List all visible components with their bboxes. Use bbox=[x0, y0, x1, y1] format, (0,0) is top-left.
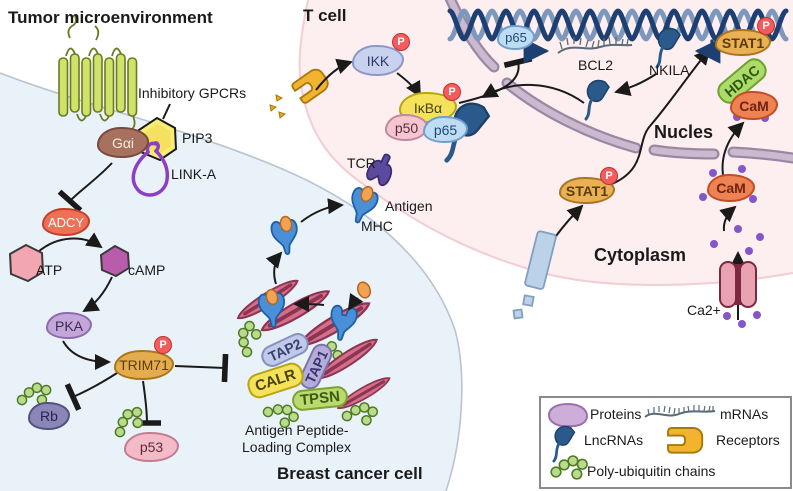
t-cell-region bbox=[298, 0, 793, 286]
p65-dna-protein: p65 bbox=[497, 25, 535, 50]
calcium-channel-icon bbox=[719, 261, 757, 308]
cam-cytoplasm-protein: CaM bbox=[707, 174, 755, 202]
atp-icon bbox=[8, 243, 45, 283]
phospho-badge-stat1-cytoplasm: P bbox=[600, 167, 618, 185]
label-ca2: Ca2+ bbox=[687, 302, 721, 318]
mhc-trafficking bbox=[257, 185, 381, 344]
label-bcl2: BCL2 bbox=[578, 57, 614, 73]
t-cell-receptor-icon bbox=[269, 65, 332, 119]
link-a-lncrna-icon bbox=[131, 141, 170, 197]
gpcr-icon bbox=[58, 15, 138, 131]
t-cell-arrows bbox=[315, 48, 746, 320]
label-camp: cAMP bbox=[128, 262, 166, 278]
rb-protein: Rb bbox=[28, 402, 70, 430]
label-atp: ATP bbox=[36, 262, 63, 278]
title-cytoplasm: Cytoplasm bbox=[594, 245, 687, 265]
p53-protein: p53 bbox=[124, 432, 179, 462]
legend-protein-icon bbox=[547, 402, 589, 428]
stat1-nucleus-protein: STAT1 bbox=[715, 29, 771, 56]
label-tcr: TCR bbox=[347, 155, 376, 171]
label-inhibitory-gpcrs: Inhibitory GPCRs bbox=[138, 85, 247, 101]
tcr-icon bbox=[366, 153, 393, 187]
adcy-protein: ADCY bbox=[42, 208, 90, 236]
bcl2-mrna-icon bbox=[557, 36, 633, 54]
phospho-badge-ikk: P bbox=[392, 33, 410, 51]
cam-nucleus-protein: CaM bbox=[730, 91, 778, 120]
label-mhc: MHC bbox=[361, 218, 393, 234]
ikk-protein: IKK bbox=[352, 45, 404, 76]
title-breast-cancer-cell: Breast cancer cell bbox=[277, 464, 423, 483]
pka-protein: PKA bbox=[46, 312, 92, 339]
label-aplc-line2: Loading Complex bbox=[242, 439, 351, 455]
phospho-badge-ikba: P bbox=[443, 83, 461, 101]
legend-label-proteins: Proteins bbox=[590, 406, 642, 422]
stat1-cytoplasm-protein: STAT1 bbox=[559, 177, 615, 204]
legend-label-mrnas: mRNAs bbox=[720, 406, 769, 422]
label-pip3: PIP3 bbox=[182, 130, 213, 146]
title-nucleus: Nucles bbox=[654, 122, 714, 142]
tcr-fragment-icon bbox=[512, 230, 557, 320]
legend-label-lncrnas: LncRNAs bbox=[584, 432, 644, 448]
legend-label-receptors: Receptors bbox=[716, 432, 780, 448]
phospho-badge-stat1-nucleus: P bbox=[757, 17, 775, 35]
title-tumor-microenvironment: Tumor microenvironment bbox=[8, 8, 213, 27]
camp-icon bbox=[99, 244, 131, 278]
legend-label-polyub: Poly-ubiquitin chains bbox=[587, 463, 716, 479]
signal-arrows-left bbox=[37, 162, 229, 426]
legend-mrna-icon bbox=[644, 405, 716, 418]
antigen-icons bbox=[265, 185, 374, 306]
nuclear-envelope bbox=[444, 0, 793, 164]
label-antigen: Antigen bbox=[385, 198, 433, 214]
label-link-a: LINK-A bbox=[171, 166, 217, 182]
p65-protein: p65 bbox=[423, 116, 468, 143]
legend-box bbox=[539, 396, 792, 489]
trim71-protein: TRIM71 bbox=[114, 350, 174, 380]
label-aplc-line1: Antigen Peptide- bbox=[245, 422, 349, 438]
title-t-cell: T cell bbox=[303, 6, 347, 25]
gai-protein: Gαi bbox=[97, 127, 149, 158]
label-nkila: NKILA bbox=[649, 62, 690, 78]
phospho-badge-trim71: P bbox=[154, 336, 172, 354]
